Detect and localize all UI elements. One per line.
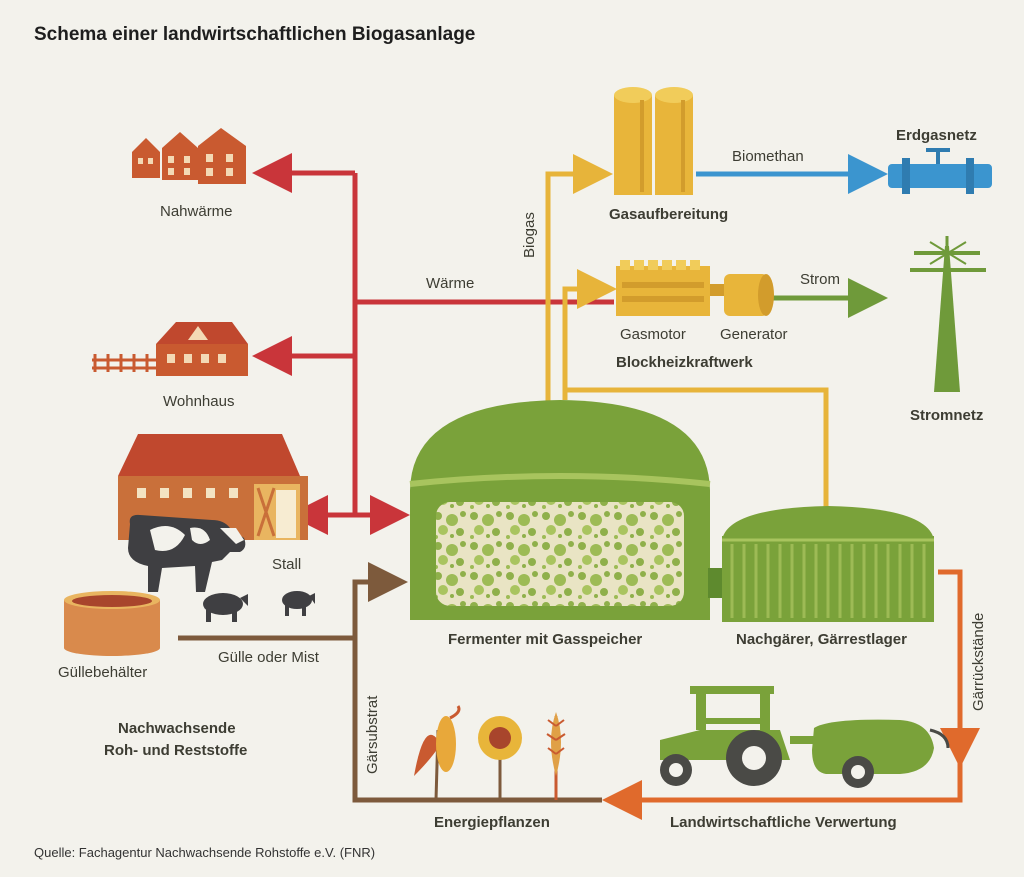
cow-icon xyxy=(128,514,246,592)
heat-lines xyxy=(252,153,614,535)
label-nachgaerer: Nachgärer, Gärrestlager xyxy=(736,631,907,648)
label-fermenter: Fermenter mit Gasspeicher xyxy=(448,631,643,648)
gaersubstrat-arrow xyxy=(352,562,602,803)
erdgasnetz-pipe-icon xyxy=(888,148,992,194)
label-verwertung: Landwirtschaftliche Verwertung xyxy=(670,814,897,831)
source-note: Quelle: Fachagentur Nachwachsende Rohsto… xyxy=(34,845,376,860)
digestate-lines xyxy=(602,569,963,820)
label-energiepflanzen: Energiepflanzen xyxy=(434,814,550,831)
substrate-lines xyxy=(178,562,602,803)
pig-icons xyxy=(203,591,315,622)
label-waerme: Wärme xyxy=(426,275,475,292)
wheat-icon xyxy=(546,712,566,800)
fermenter-icon xyxy=(409,400,724,620)
nahwaerme-houses-icon xyxy=(132,128,246,184)
biogas-lines xyxy=(545,154,829,512)
label-gasmotor: Gasmotor xyxy=(620,326,686,343)
corn-plant-icon xyxy=(414,705,461,801)
label-bhkw: Blockheizkraftwerk xyxy=(616,354,753,371)
nachgaerer-icon xyxy=(722,506,934,622)
label-erdgasnetz: Erdgasnetz xyxy=(896,127,977,144)
label-stall: Stall xyxy=(272,556,302,573)
stromnetz-pylon-icon xyxy=(910,236,986,392)
guellebehaelter-icon xyxy=(64,591,160,656)
biogas-arrow-bhkw xyxy=(562,269,617,400)
gasaufbereitung-tanks-icon xyxy=(614,87,693,195)
label-stromnetz: Stromnetz xyxy=(910,407,984,424)
label-nahwaerme: Nahwärme xyxy=(160,203,233,220)
label-nawaro-line1: Nachwachsende xyxy=(118,720,236,737)
label-gaerrueckstaende: Gärrückstände xyxy=(970,612,987,711)
label-strom: Strom xyxy=(800,271,841,288)
biogas-line-nachgaerer xyxy=(565,387,829,512)
label-guellebehaelter: Güllebehälter xyxy=(58,664,148,681)
label-generator: Generator xyxy=(720,326,788,343)
tractor-icon xyxy=(660,686,950,788)
bhkw-gasmotor-icon xyxy=(616,260,710,316)
label-nawaro-line2: Roh- und Reststoffe xyxy=(104,742,248,759)
label-biomethan: Biomethan xyxy=(732,148,804,165)
generator-icon xyxy=(710,274,774,316)
sunflower-icon xyxy=(478,716,522,800)
diagram-title: Schema einer landwirtschaftlichen Biogas… xyxy=(34,24,476,45)
gaerrueckstaende-arrow xyxy=(602,569,963,820)
label-gasaufbereitung: Gasaufbereitung xyxy=(609,206,729,223)
label-guelle-mist: Gülle oder Mist xyxy=(218,649,319,666)
label-wohnhaus: Wohnhaus xyxy=(163,393,235,410)
biogas-arrow-gasaufbereitung xyxy=(545,154,613,402)
wohnhaus-icon xyxy=(92,322,248,376)
label-gaersubstrat: Gärsubstrat xyxy=(364,695,381,774)
label-biogas: Biogas xyxy=(521,212,538,258)
